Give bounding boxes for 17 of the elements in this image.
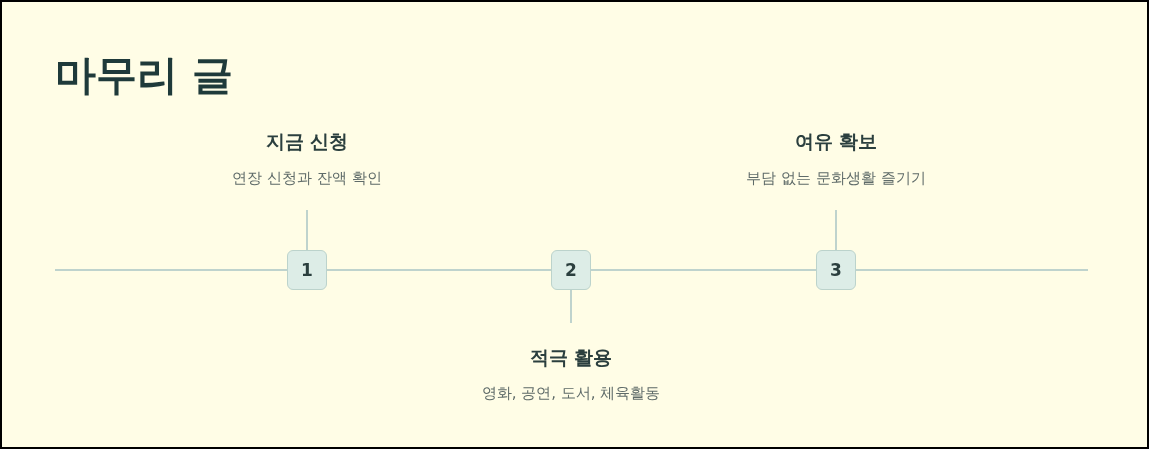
step-heading: 여유 확보 [794, 129, 878, 154]
step-number-tile: 3 [816, 250, 856, 290]
timeline-connector [326, 269, 552, 271]
step-number-tile: 2 [551, 250, 591, 290]
step-heading: 지금 신청 [265, 129, 349, 154]
timeline-connector [855, 269, 1089, 271]
title: 마무리 글 [55, 52, 234, 98]
timeline-connector [306, 209, 308, 251]
step-number-tile: 1 [287, 250, 327, 290]
step-description: 연장 신청과 잔액 확인 [232, 168, 382, 188]
timeline-connector [835, 209, 837, 251]
step-description: 영화, 공연, 도서, 체육활동 [481, 383, 661, 403]
timeline-connector [570, 289, 572, 324]
timeline-connector [54, 269, 288, 271]
step-description: 부담 없는 문화생활 즐기기 [746, 168, 926, 188]
step-heading: 적극 활용 [529, 345, 613, 370]
timeline-connector [590, 269, 817, 271]
